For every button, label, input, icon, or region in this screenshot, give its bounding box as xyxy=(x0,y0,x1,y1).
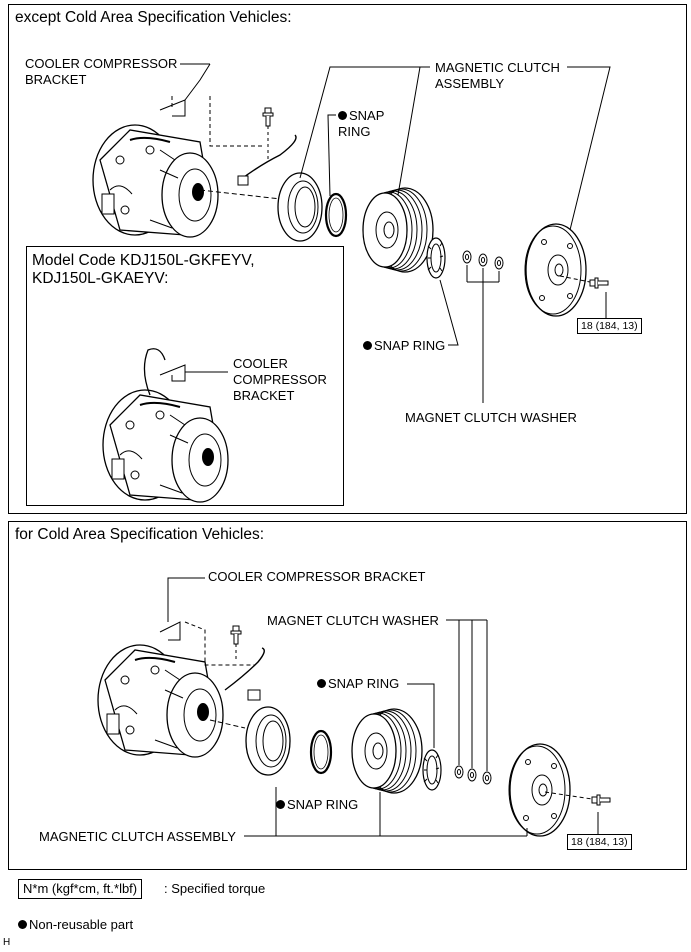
top-hub-icon xyxy=(524,223,587,317)
top-hub-bolt-icon xyxy=(589,277,609,289)
top-washer-icon xyxy=(478,253,488,267)
bottom-bracket-icon xyxy=(159,621,181,641)
top-torque-box: 18 (184, 13) xyxy=(577,318,642,334)
top-snap-ring-lower-label: SNAP RING xyxy=(363,338,445,354)
bottom-snap-ring-lower-label: SNAP RING xyxy=(276,797,358,813)
bottom-upper-snap-ring-icon xyxy=(422,749,442,791)
bottom-washer-icon xyxy=(482,771,492,785)
top-bracket-icon xyxy=(159,99,186,117)
bottom-pulley-icon xyxy=(351,708,423,794)
top-pulley-icon xyxy=(362,187,434,273)
corner-mark: H xyxy=(3,937,11,948)
bottom-snap-ring-icon xyxy=(309,729,333,775)
legend-nonreusable: Non-reusable part xyxy=(18,917,133,932)
legend-torque-text: : Specified torque xyxy=(164,881,266,896)
top-snap-ring-upper-label: SNAP RING xyxy=(338,108,398,140)
nonreusable-dot-icon xyxy=(317,679,326,688)
legend-torque-box: N*m (kgf*cm, ft.*lbf) xyxy=(18,879,143,899)
nonreusable-dot-icon xyxy=(363,341,372,350)
top-washer-label: MAGNET CLUTCH WASHER xyxy=(405,410,577,425)
bottom-magnetic-clutch-label: MAGNETIC CLUTCH ASSEMBLY xyxy=(39,829,236,844)
bottom-washer-label: MAGNET CLUTCH WASHER xyxy=(267,613,439,628)
nonreusable-dot-icon xyxy=(18,920,27,929)
nonreusable-dot-icon xyxy=(338,111,347,120)
top-snap-ring-lower-text: SNAP RING xyxy=(374,338,446,353)
inset-title: Model Code KDJ150L-GKFEYV, KDJ150L-GKAEY… xyxy=(32,252,255,287)
top-panel-title: except Cold Area Specification Vehicles: xyxy=(15,9,292,26)
bottom-panel-title: for Cold Area Specification Vehicles: xyxy=(15,526,264,543)
nonreusable-dot-icon xyxy=(276,800,285,809)
bottom-snap-ring-upper-label: SNAP RING xyxy=(317,676,399,692)
bottom-hub-bolt-icon xyxy=(591,794,611,806)
bottom-bolt-icon xyxy=(230,625,242,645)
top-washer-icon xyxy=(462,250,472,264)
bottom-torque-box: 18 (184, 13) xyxy=(567,834,632,850)
top-snap-ring-icon xyxy=(324,192,348,238)
top-magnetic-clutch-label: MAGNETIC CLUTCH ASSEMBLY xyxy=(435,60,560,91)
top-compressor-icon xyxy=(92,124,219,238)
bottom-compressor-icon xyxy=(97,644,224,758)
bottom-washer-icon xyxy=(467,768,477,782)
bottom-stator-icon xyxy=(245,706,291,776)
top-stator-icon xyxy=(277,172,323,242)
bottom-cooler-bracket-label: COOLER COMPRESSOR BRACKET xyxy=(208,569,426,584)
bottom-snap-ring-lower-text: SNAP RING xyxy=(287,797,359,812)
top-lower-snap-ring-icon xyxy=(426,237,446,279)
inset-bracket-icon xyxy=(159,364,186,382)
bottom-snap-ring-upper-text: SNAP RING xyxy=(328,676,400,691)
legend-nonreusable-text: Non-reusable part xyxy=(29,917,134,932)
top-cooler-bracket-label: COOLER COMPRESSOR BRACKET xyxy=(25,56,178,87)
bottom-washer-icon xyxy=(454,765,464,779)
top-snap-ring-upper-text: SNAP RING xyxy=(338,108,385,139)
top-washer-icon xyxy=(494,256,504,270)
inset-compressor-icon xyxy=(102,389,229,503)
top-bolt-icon xyxy=(262,107,274,127)
inset-bracket-label: COOLER COMPRESSOR BRACKET xyxy=(233,356,327,403)
bottom-hub-icon xyxy=(508,743,571,837)
